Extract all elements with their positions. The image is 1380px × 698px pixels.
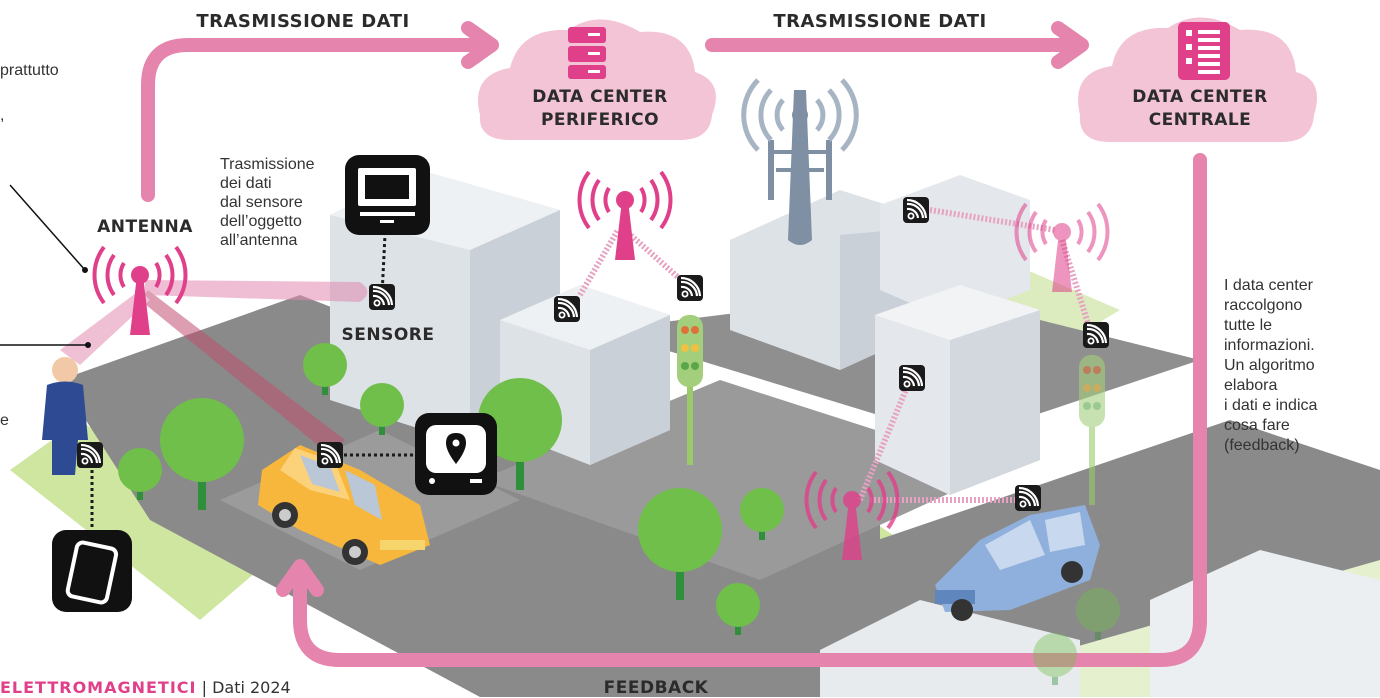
note-line: dell’oggetto	[220, 213, 302, 230]
server-icon	[568, 27, 606, 79]
wireless-sensor-5-icon	[1081, 320, 1111, 350]
wireless-sensor-6-icon	[897, 363, 927, 393]
buildings	[330, 170, 1380, 697]
note-line: dei dati	[220, 175, 272, 192]
note-line: I data center	[1224, 277, 1314, 294]
smartphone-icon	[52, 530, 132, 612]
monitor-icon	[345, 155, 430, 235]
note-line: cosa fare	[1224, 417, 1290, 434]
left-fragment-1: prattutto	[0, 62, 59, 79]
dc-peripheral-line1: DATA CENTER	[532, 87, 667, 107]
callout-dot-2	[85, 342, 91, 348]
antenna-label: ANTENNA	[97, 217, 193, 237]
note-line: elabora	[1224, 377, 1277, 394]
cloud-central: DATA CENTER CENTRALE	[1078, 17, 1318, 143]
note-line: Un algoritmo	[1224, 357, 1315, 374]
blue-car-icon	[935, 505, 1100, 621]
wireless-sensor-icon	[367, 282, 397, 312]
signal-beams	[60, 280, 368, 455]
server-list-icon	[1178, 22, 1230, 80]
arrowhead-feedback	[276, 559, 324, 597]
gps-device-icon	[415, 413, 497, 495]
callout-dot-1	[82, 267, 88, 273]
note-line: raccolgono	[1224, 297, 1302, 314]
wireless-sensor-person-icon	[75, 440, 105, 470]
telecom-tower-icon	[741, 78, 859, 245]
transmission-label-1: TRASMISSIONE DATI	[196, 11, 409, 32]
note-line: all’antenna	[220, 232, 298, 249]
dc-central-line1: DATA CENTER	[1132, 87, 1267, 107]
dc-central-line2: CENTRALE	[1149, 110, 1252, 130]
data-flow-arrows	[141, 21, 1207, 667]
note-line: (feedback)	[1224, 437, 1300, 454]
footer-text: Dati 2024	[212, 678, 291, 697]
transmission-label-2: TRASMISSIONE DATI	[773, 11, 986, 32]
feedback-label: FEEDBACK	[604, 678, 709, 697]
arrow-antenna-to-peripheral	[141, 38, 487, 202]
wireless-sensor-4-icon	[901, 195, 931, 225]
arrow-feedback	[293, 153, 1207, 667]
arrowhead-2	[1051, 21, 1089, 69]
arrowhead-1	[461, 21, 499, 69]
note-line: i dati e indica	[1224, 397, 1317, 414]
callout-line-1	[9, 184, 86, 271]
wireless-sensor-2-icon	[552, 294, 582, 324]
cloud-peripheral: DATA CENTER PERIFERICO	[478, 19, 716, 141]
footer-credit: ELETTROMAGNETICI | Dati 2024	[0, 678, 291, 698]
left-fragment-2: ,	[0, 107, 4, 124]
wireless-sensor-3-icon	[675, 273, 705, 303]
footer-brand: ELETTROMAGNETICI	[0, 678, 197, 697]
note-line: tutte le	[1224, 317, 1272, 334]
wireless-sensor-7-icon	[1013, 483, 1043, 513]
taxi-car-icon	[258, 445, 430, 565]
dc-peripheral-line2: PERIFERICO	[541, 110, 659, 130]
note-line: Trasmissione	[220, 156, 315, 173]
note-sensor-transmission: Trasmissione dei dati dal sensore dell’o…	[220, 156, 319, 249]
antenna-peripheral-icon	[577, 170, 673, 262]
person-icon	[42, 357, 88, 475]
wireless-sensor-car-icon	[315, 440, 345, 470]
footer-separator: |	[196, 678, 213, 697]
note-line: dal sensore	[220, 194, 303, 211]
sensor-label: SENSORE	[342, 325, 435, 345]
left-fragment-3: e	[0, 412, 9, 429]
note-datacenter: I data center raccolgono tutte le inform…	[1224, 277, 1322, 454]
note-line: informazioni.	[1224, 337, 1315, 354]
